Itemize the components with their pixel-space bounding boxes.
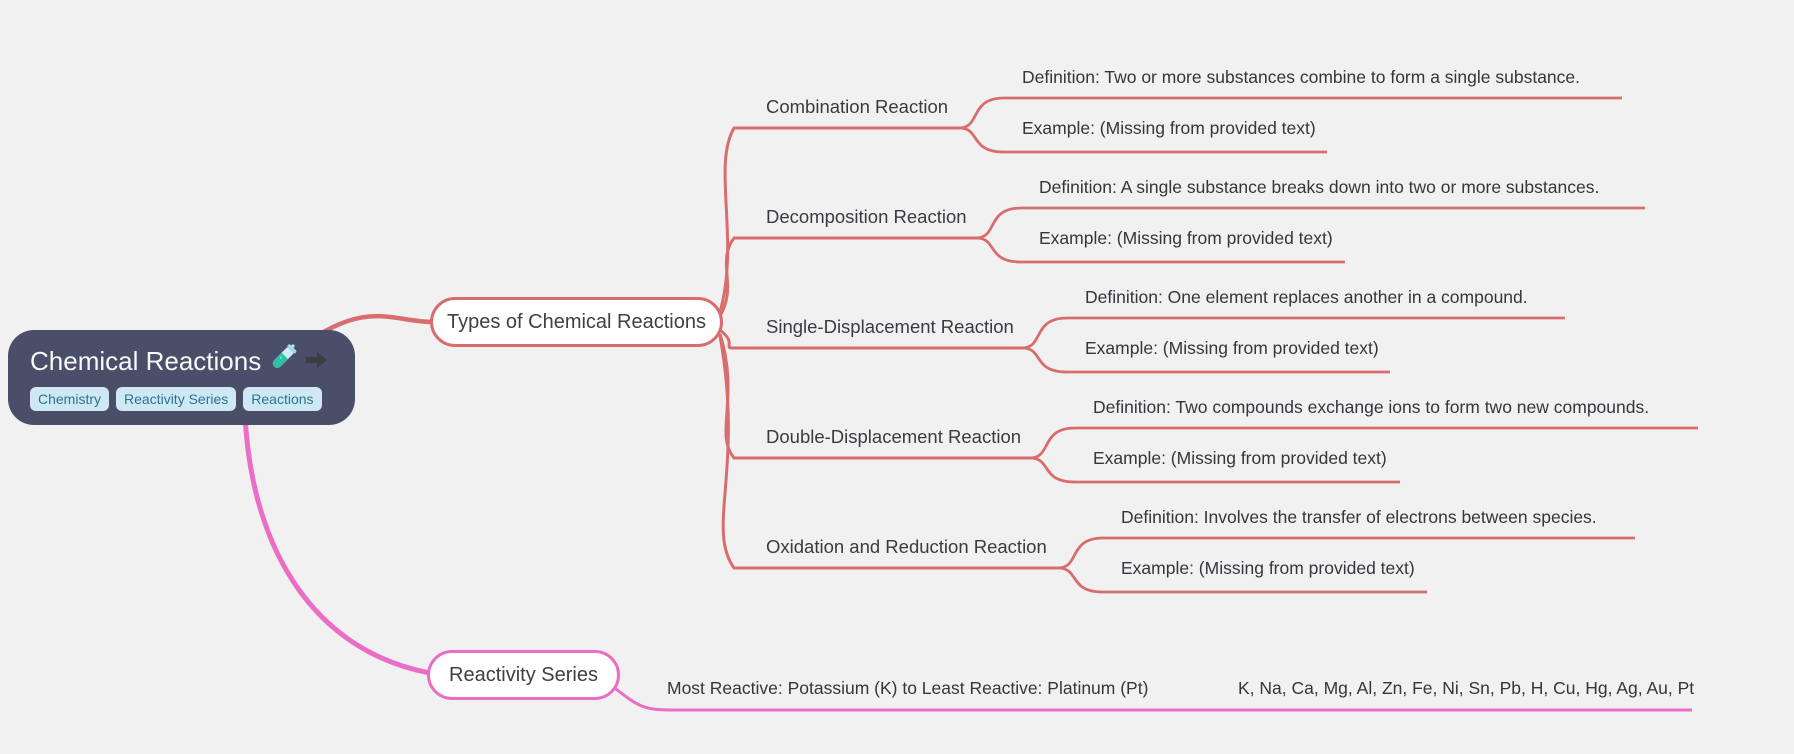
root-title-row: Chemical Reactions: [30, 342, 335, 380]
root-node[interactable]: Chemical Reactions Chemi: [8, 330, 355, 425]
root-title: Chemical Reactions: [30, 346, 262, 376]
branch-combination-reaction[interactable]: Combination Reaction: [766, 96, 949, 117]
definition-decomposition[interactable]: Definition: A single substance breaks do…: [1039, 177, 1600, 197]
branch-single-displacement-reaction[interactable]: Single-Displacement Reaction: [766, 316, 1014, 337]
example-decomposition[interactable]: Example: (Missing from provided text): [1039, 228, 1333, 248]
root-tags: Chemistry Reactivity Series Reactions: [30, 387, 335, 411]
reactivity-elements-list[interactable]: K, Na, Ca, Mg, Al, Zn, Fe, Ni, Sn, Pb, H…: [1238, 678, 1695, 698]
salmon-links: [298, 96, 1698, 594]
definition-oxidation-reduction[interactable]: Definition: Involves the transfer of ele…: [1121, 507, 1597, 527]
branch-decomposition-reaction[interactable]: Decomposition Reaction: [766, 206, 967, 227]
tag-reactivity-series: Reactivity Series: [116, 387, 237, 411]
branch-oxidation-reduction-reaction[interactable]: Oxidation and Reduction Reaction: [766, 536, 1047, 557]
tag-reactions: Reactions: [243, 387, 322, 411]
arrow-right-icon: [305, 344, 329, 378]
node-reactivity-series[interactable]: Reactivity Series: [427, 650, 620, 700]
definition-combination[interactable]: Definition: Two or more substances combi…: [1022, 67, 1581, 87]
example-oxidation-reduction[interactable]: Example: (Missing from provided text): [1121, 558, 1415, 578]
example-combination[interactable]: Example: (Missing from provided text): [1022, 118, 1316, 138]
example-double-displacement[interactable]: Example: (Missing from provided text): [1093, 448, 1387, 468]
node-label: Reactivity Series: [449, 663, 598, 686]
node-types-of-chemical-reactions[interactable]: Types of Chemical Reactions: [430, 297, 723, 347]
example-single-displacement[interactable]: Example: (Missing from provided text): [1085, 338, 1379, 358]
definition-double-displacement[interactable]: Definition: Two compounds exchange ions …: [1093, 397, 1650, 417]
tag-chemistry: Chemistry: [30, 387, 110, 411]
branch-double-displacement-reaction[interactable]: Double-Displacement Reaction: [766, 426, 1022, 447]
pink-links: [242, 414, 1692, 712]
reactivity-range-label[interactable]: Most Reactive: Potassium (K) to Least Re…: [667, 678, 1149, 698]
test-tube-icon: [269, 342, 297, 380]
node-label: Types of Chemical Reactions: [446, 310, 706, 333]
definition-single-displacement[interactable]: Definition: One element replaces another…: [1085, 287, 1528, 307]
